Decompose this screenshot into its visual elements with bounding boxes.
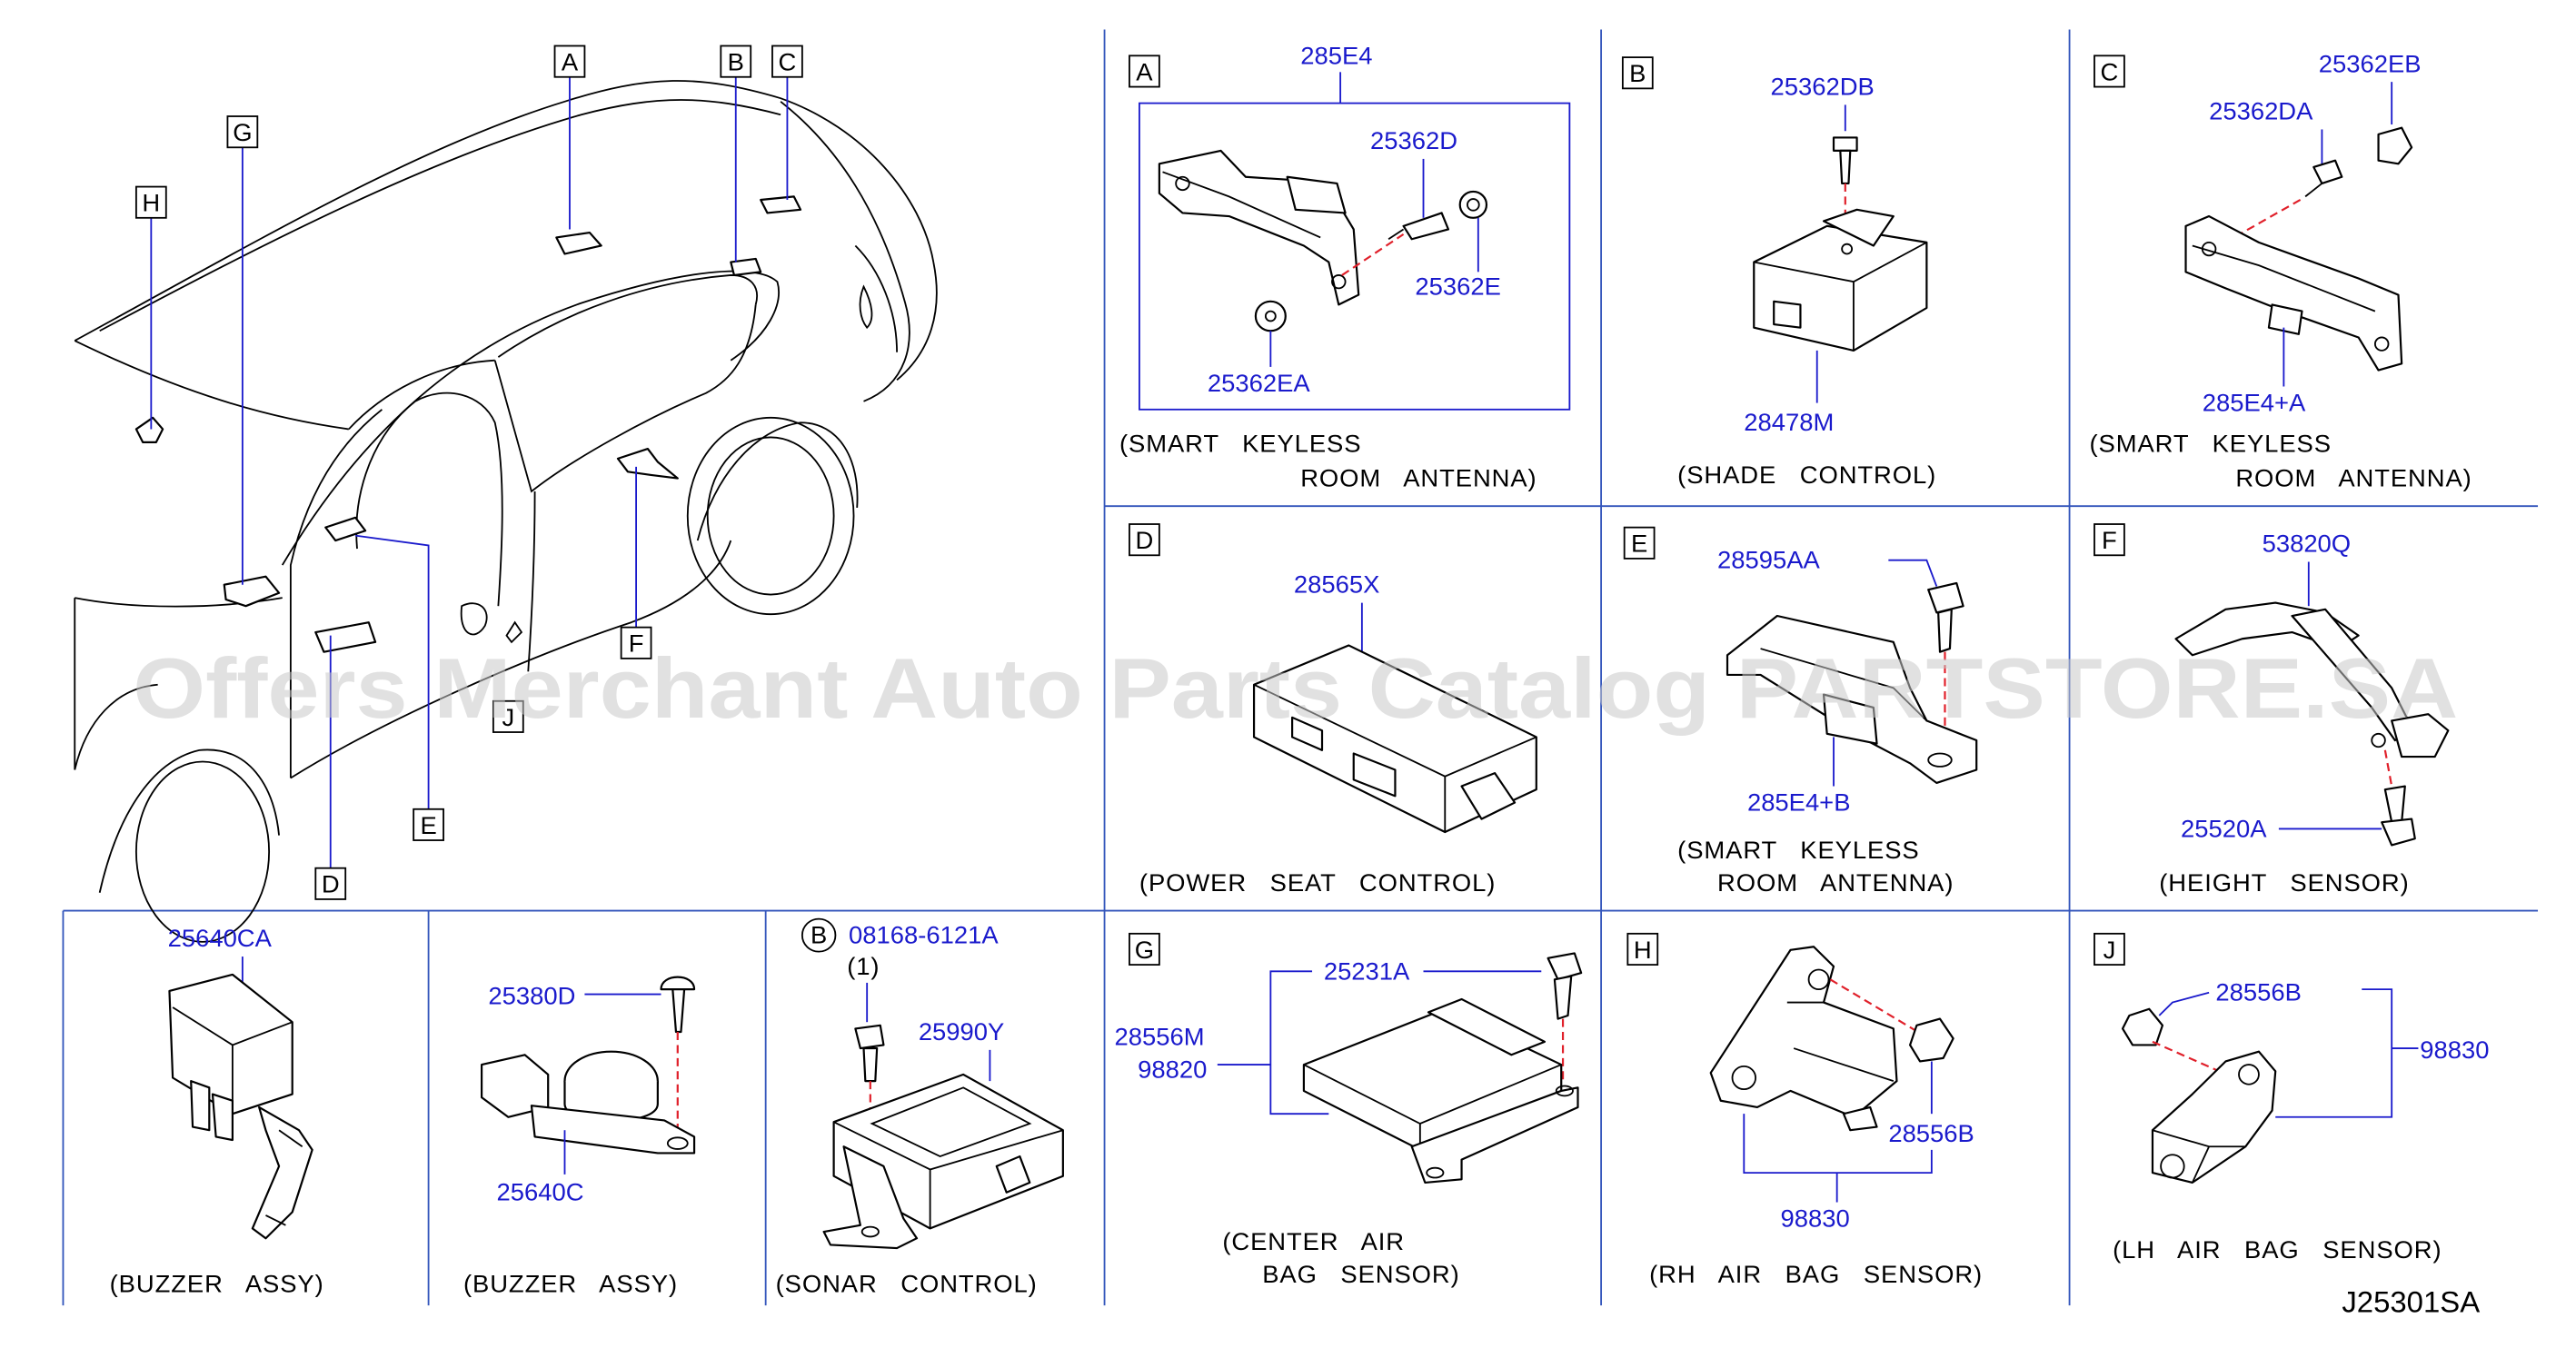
panel-d: D 28565X (POWER SEAT CONTROL) [1129,523,1537,897]
panel-f-letter: F [2102,526,2117,554]
panel-c-part-285e4-a: 285E4+A [2203,389,2306,417]
buzzer-2-part-25640c: 25640C [497,1178,584,1206]
panel-f-part-53820q: 53820Q [2263,530,2352,558]
panel-e-caption-line-1: (SMART KEYLESS [1677,836,1919,864]
panel-a-part-25362e: 25362E [1415,273,1500,301]
car-letter-b: B [728,48,744,76]
watermark: Offers Merchant Auto Parts Catalog PARTS… [133,641,2458,736]
panel-e-caption-line-2: ROOM ANTENNA) [1717,868,1954,897]
sonar-caption: (SONAR CONTROL) [776,1270,1038,1298]
panel-f-caption: (HEIGHT SENSOR) [2159,868,2409,897]
car-letter-g: G [233,118,252,146]
panel-d-part-28565x: 28565X [1294,570,1379,599]
panel-sonar: B 08168-6121A (1) 25990Y (SONAR CONTROL) [776,917,1064,1298]
panel-f: F 53820Q 25520A (HEIGHT SENSOR) [2094,523,2450,897]
panel-buzzer-1: 25640CA (BUZZER ASSY) [110,924,324,1298]
panel-g: G 25231A 28556M 98820 (CENTER AIR BAG SE… [1115,932,1583,1288]
panel-b-letter: B [1629,59,1646,87]
car-letter-c: C [779,48,797,76]
panel-j-caption: (LH AIR BAG SENSOR) [2113,1235,2442,1264]
car-letter-h: H [142,189,160,217]
sonar-part-08168-6121a: 08168-6121A [849,921,999,949]
panel-c-caption-line-1: (SMART KEYLESS [2089,430,2331,458]
panel-a-part-25362d: 25362D [1370,126,1457,154]
diagram-code: J25301SA [2342,1285,2480,1319]
buzzer-1-caption: (BUZZER ASSY) [110,1270,324,1298]
panel-j-letter: J [2104,936,2116,964]
panel-c-part-25362da: 25362DA [2209,97,2313,125]
grid-lines [62,29,2539,1306]
sonar-ref-letter: B [811,921,827,949]
panel-e-part-28595aa: 28595AA [1717,546,1821,574]
panel-e: E 28595AA 285E4+B (SMART KEYLESS ROOM AN… [1623,526,1978,897]
car-letter-f: F [629,629,644,658]
panel-h-caption: (RH AIR BAG SENSOR) [1649,1260,1983,1288]
panel-a-letter: A [1136,58,1153,86]
panel-a-caption-line-2: ROOM ANTENNA) [1300,464,1537,492]
sonar-part-25990y: 25990Y [919,1017,1004,1046]
car-letter-e: E [420,811,436,839]
panel-c-part-25362eb: 25362EB [2319,50,2422,78]
panel-f-part-25520a: 25520A [2181,815,2267,843]
car-location-letters: A B C G H D E F J [134,45,803,900]
panel-h-part-28556b: 28556B [1888,1119,1974,1147]
panel-c-letter: C [2101,58,2119,86]
panel-e-part-285e4-b: 285E4+B [1747,788,1851,817]
panel-d-caption: (POWER SEAT CONTROL) [1139,868,1496,897]
car-letter-d: D [322,870,340,898]
panel-a-caption-line-1: (SMART KEYLESS [1119,430,1361,458]
panel-c: C 25362EB 25362DA 285E4+A (SMART KEYLESS… [2089,50,2472,492]
panel-g-caption-line-1: (CENTER AIR [1222,1227,1405,1255]
panel-buzzer-2: 25380D 25640C (BUZZER ASSY) [463,976,696,1298]
car-letter-j: J [502,703,514,731]
panel-b-caption: (SHADE CONTROL) [1677,461,1936,489]
buzzer-2-caption: (BUZZER ASSY) [463,1270,678,1298]
panel-h: H 28556B 98830 (RH AIR BAG SENSOR) [1626,932,1983,1288]
panel-g-part-28556m: 28556M [1115,1023,1205,1051]
buzzer-2-part-25380d: 25380D [488,982,575,1010]
panel-g-caption-line-2: BAG SENSOR) [1262,1260,1459,1288]
panel-a: A 285E4 25362D 25362E 25362EA (SMART KEY… [1119,41,1571,492]
sonar-quantity: (1) [847,952,880,980]
car-illustration [74,76,938,943]
panel-e-letter: E [1631,530,1647,558]
panel-g-part-25231a: 25231A [1324,956,1410,985]
panel-b-part-28478m: 28478M [1744,408,1834,436]
car-letter-a: A [562,48,579,76]
buzzer-1-part-25640ca: 25640CA [168,924,273,952]
panel-c-caption-line-2: ROOM ANTENNA) [2235,464,2472,492]
panel-a-group-number: 285E4 [1300,41,1372,69]
panel-h-part-98830: 98830 [1781,1204,1850,1233]
panel-j-part-28556b: 28556B [2215,978,2301,1006]
panel-d-letter: D [1136,526,1154,554]
panel-b-part-25362db: 25362DB [1771,73,1875,101]
panel-h-letter: H [1634,936,1652,964]
panel-g-part-98820: 98820 [1138,1056,1207,1084]
panel-b: B 25362DB 28478M (SHADE CONTROL) [1621,56,1936,489]
panel-g-letter: G [1135,936,1154,964]
panel-j: J 28556B 98830 (LH AIR BAG SENSOR) [2094,932,2489,1264]
panel-j-part-98830: 98830 [2420,1036,2489,1064]
panel-a-part-25362ea: 25362EA [1208,369,1311,397]
